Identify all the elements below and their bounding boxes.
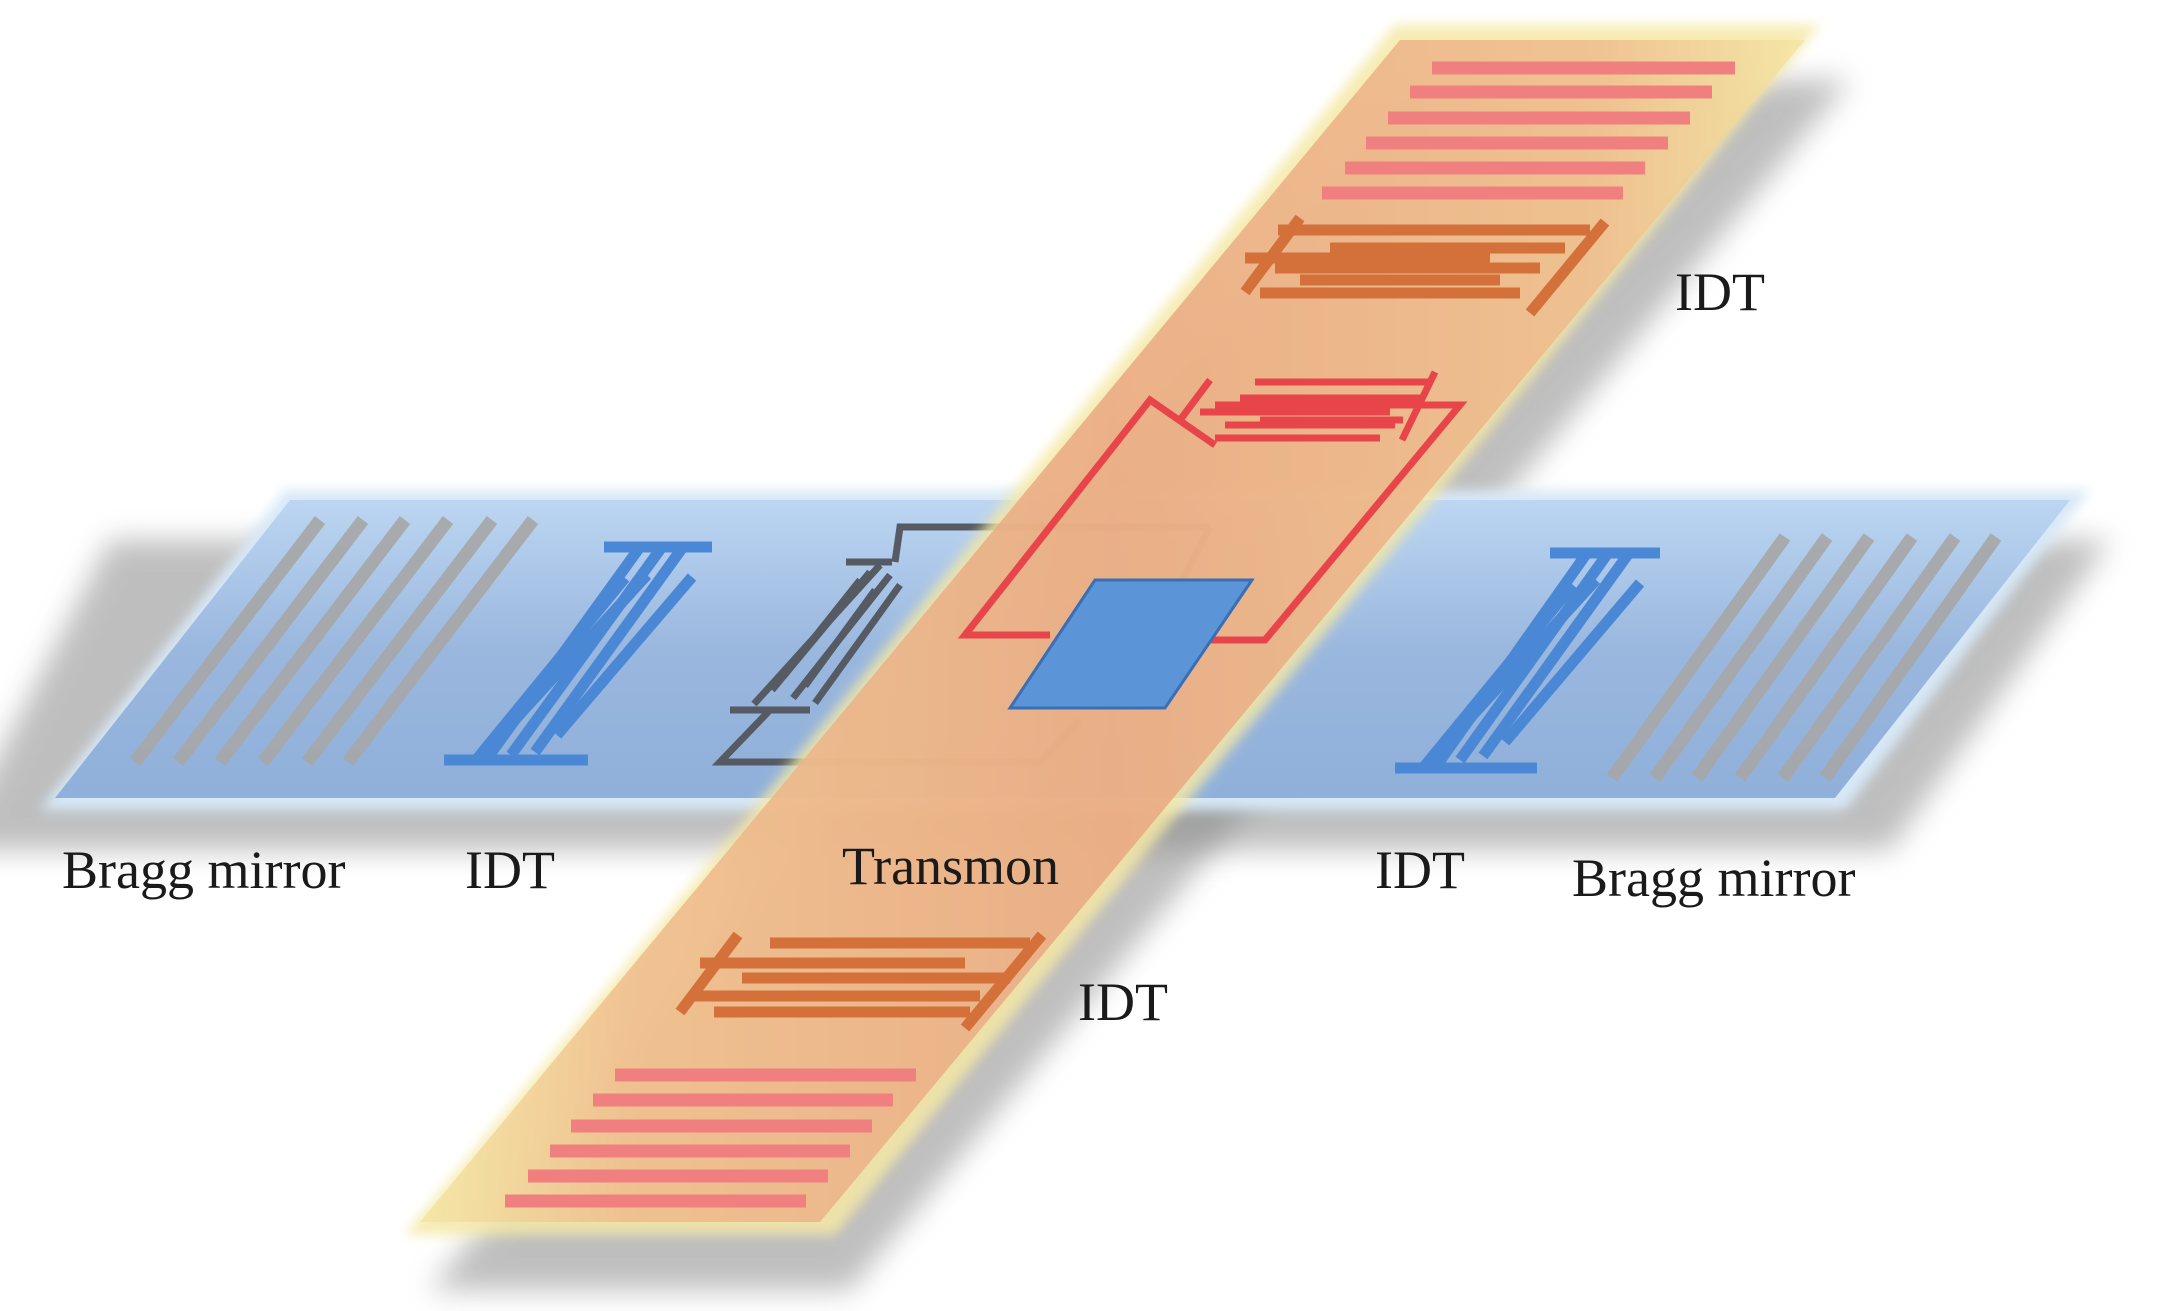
label-bragg-mirror-right: Bragg mirror: [1572, 848, 1855, 908]
label-transmon: Transmon: [842, 836, 1059, 896]
label-bragg-mirror-left: Bragg mirror: [62, 840, 345, 900]
label-idt-top: IDT: [1675, 262, 1765, 322]
labels: Bragg mirror IDT Transmon IDT Bragg mirr…: [62, 262, 1855, 1032]
label-idt-bottom: IDT: [1078, 972, 1168, 1032]
transmon-red-circuit: [957, 370, 1468, 644]
idt-left: [444, 541, 712, 766]
label-idt-right: IDT: [1375, 840, 1465, 900]
label-idt-left: IDT: [465, 840, 555, 900]
idt-bottom: [675, 931, 1047, 1032]
bragg-mirror-right: [1606, 533, 2002, 782]
bragg-mirror-left: [129, 516, 539, 766]
idt-right: [1395, 547, 1660, 774]
idt-top: [1240, 214, 1610, 317]
bragg-mirror-top: [1322, 61, 1735, 200]
bragg-mirror-bottom: [505, 1068, 916, 1208]
junction-pad: [1007, 578, 1255, 710]
